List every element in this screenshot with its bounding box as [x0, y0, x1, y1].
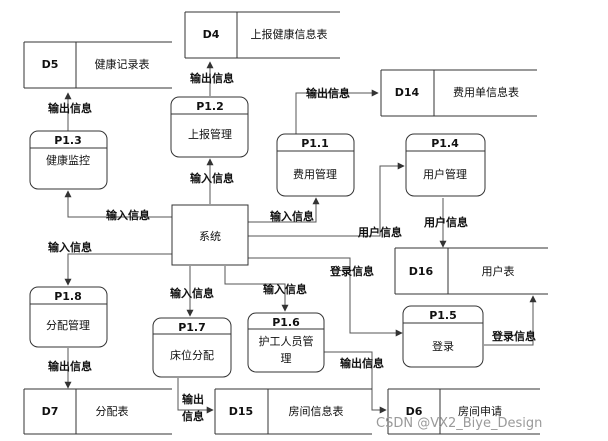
- label-out-p12-d4: 输出信息: [190, 71, 234, 85]
- process-p16: P1.6 护工人员管 理: [247, 312, 325, 373]
- process-p16-id: P1.6: [272, 316, 300, 329]
- label-in-sys-p13: 输入信息: [106, 208, 150, 222]
- label-user-info-sys: 用户信息: [358, 225, 402, 239]
- label-in-sys-p11: 输入信息: [270, 209, 314, 223]
- edge-system-p11: [248, 197, 320, 223]
- store-d16: D16 用户表: [394, 247, 548, 295]
- store-d15-name: 房间信息表: [289, 404, 344, 418]
- label-out-p17-d15-line2: 信息: [182, 409, 204, 423]
- process-p15: P1.5 登录: [402, 305, 484, 368]
- process-p18: P1.8 分配管理: [29, 286, 108, 348]
- store-d6-id: D6: [406, 405, 423, 418]
- store-d6-name: 房间申请: [458, 405, 502, 418]
- process-p13-id: P1.3: [54, 134, 82, 147]
- edge-system-p13: [64, 190, 172, 218]
- store-d7-id: D7: [42, 405, 59, 418]
- process-p15-name: 登录: [432, 339, 454, 353]
- process-p14-name: 用户管理: [423, 167, 467, 181]
- store-d15: D15 房间信息表: [214, 388, 372, 435]
- store-d4-name: 上报健康信息表: [251, 27, 328, 41]
- label-out-p17-d15-line1: 输出: [182, 392, 204, 406]
- store-d15-id: D15: [229, 405, 253, 418]
- process-p17: P1.7 床位分配: [152, 317, 232, 378]
- edge-p11-d14: [295, 89, 379, 134]
- store-d7: D7 分配表: [23, 388, 172, 435]
- process-p11: P1.1 费用管理: [276, 133, 355, 197]
- label-out-p18-d7: 输出信息: [48, 359, 92, 373]
- store-d7-name: 分配表: [96, 404, 129, 418]
- edge-system-p15: [248, 257, 403, 337]
- edge-p16-d6: [322, 351, 387, 414]
- edges: [64, 61, 537, 414]
- label-in-sys-p16: 输入信息: [263, 282, 307, 296]
- process-p11-id: P1.1: [301, 137, 329, 150]
- store-d5-name: 健康记录表: [95, 57, 150, 71]
- process-p12: P1.2 上报管理: [170, 96, 249, 158]
- process-p12-id: P1.2: [196, 100, 224, 113]
- process-p16-name-line2: 理: [281, 352, 292, 365]
- label-in-sys-p12: 输入信息: [190, 171, 234, 185]
- process-p12-name: 上报管理: [188, 127, 232, 141]
- edge-labels: 输出信息 输出信息 输出信息 输入信息 输入信息 输入信息 用户信息 用户信息 …: [48, 71, 536, 423]
- label-in-sys-p18: 输入信息: [48, 240, 92, 254]
- system-node: 系统: [171, 204, 249, 266]
- process-p18-name: 分配管理: [46, 318, 90, 332]
- process-p17-name: 床位分配: [170, 348, 214, 362]
- store-d6: D6 房间申请: [387, 388, 540, 435]
- label-login-info-sys: 登录信息: [329, 264, 374, 278]
- process-p13: P1.3 健康监控: [29, 130, 108, 190]
- process-p15-id: P1.5: [429, 309, 457, 322]
- store-d16-id: D16: [409, 265, 434, 278]
- edge-system-p18: [64, 253, 172, 286]
- process-p14: P1.4 用户管理: [405, 133, 486, 197]
- label-user-info-p14: 用户信息: [424, 215, 468, 229]
- process-p17-id: P1.7: [178, 321, 206, 334]
- store-d14-id: D14: [395, 86, 420, 99]
- system-name: 系统: [199, 230, 221, 243]
- process-p16-name-line1: 护工人员管: [259, 334, 314, 348]
- watermark: CSDN @VX2_Biye_Design: [376, 416, 542, 431]
- store-d5-id: D5: [42, 58, 59, 71]
- label-out-p11-d14: 输出信息: [306, 86, 350, 100]
- edge-p17-d15: [177, 378, 214, 414]
- store-d16-name: 用户表: [482, 264, 515, 278]
- process-p14-id: P1.4: [431, 137, 459, 150]
- store-d4: D4 上报健康信息表: [184, 11, 340, 59]
- process-p18-id: P1.8: [54, 290, 82, 303]
- store-d14-name: 费用单信息表: [453, 85, 519, 99]
- edge-p15-d16: [484, 295, 537, 346]
- store-d14: D14 费用单信息表: [380, 69, 537, 117]
- edge-system-p14: [248, 162, 405, 237]
- process-p13-name: 健康监控: [46, 153, 90, 167]
- store-d5: D5 健康记录表: [23, 41, 172, 89]
- process-p11-name: 费用管理: [293, 167, 337, 181]
- edge-system-p16: [224, 266, 289, 312]
- label-login-info-p15: 登录信息: [491, 329, 536, 343]
- label-out-p16-d6: 输出信息: [340, 356, 384, 370]
- label-in-sys-p17: 输入信息: [170, 286, 214, 300]
- label-out-p13-d5: 输出信息: [48, 101, 92, 115]
- store-d4-id: D4: [203, 28, 220, 41]
